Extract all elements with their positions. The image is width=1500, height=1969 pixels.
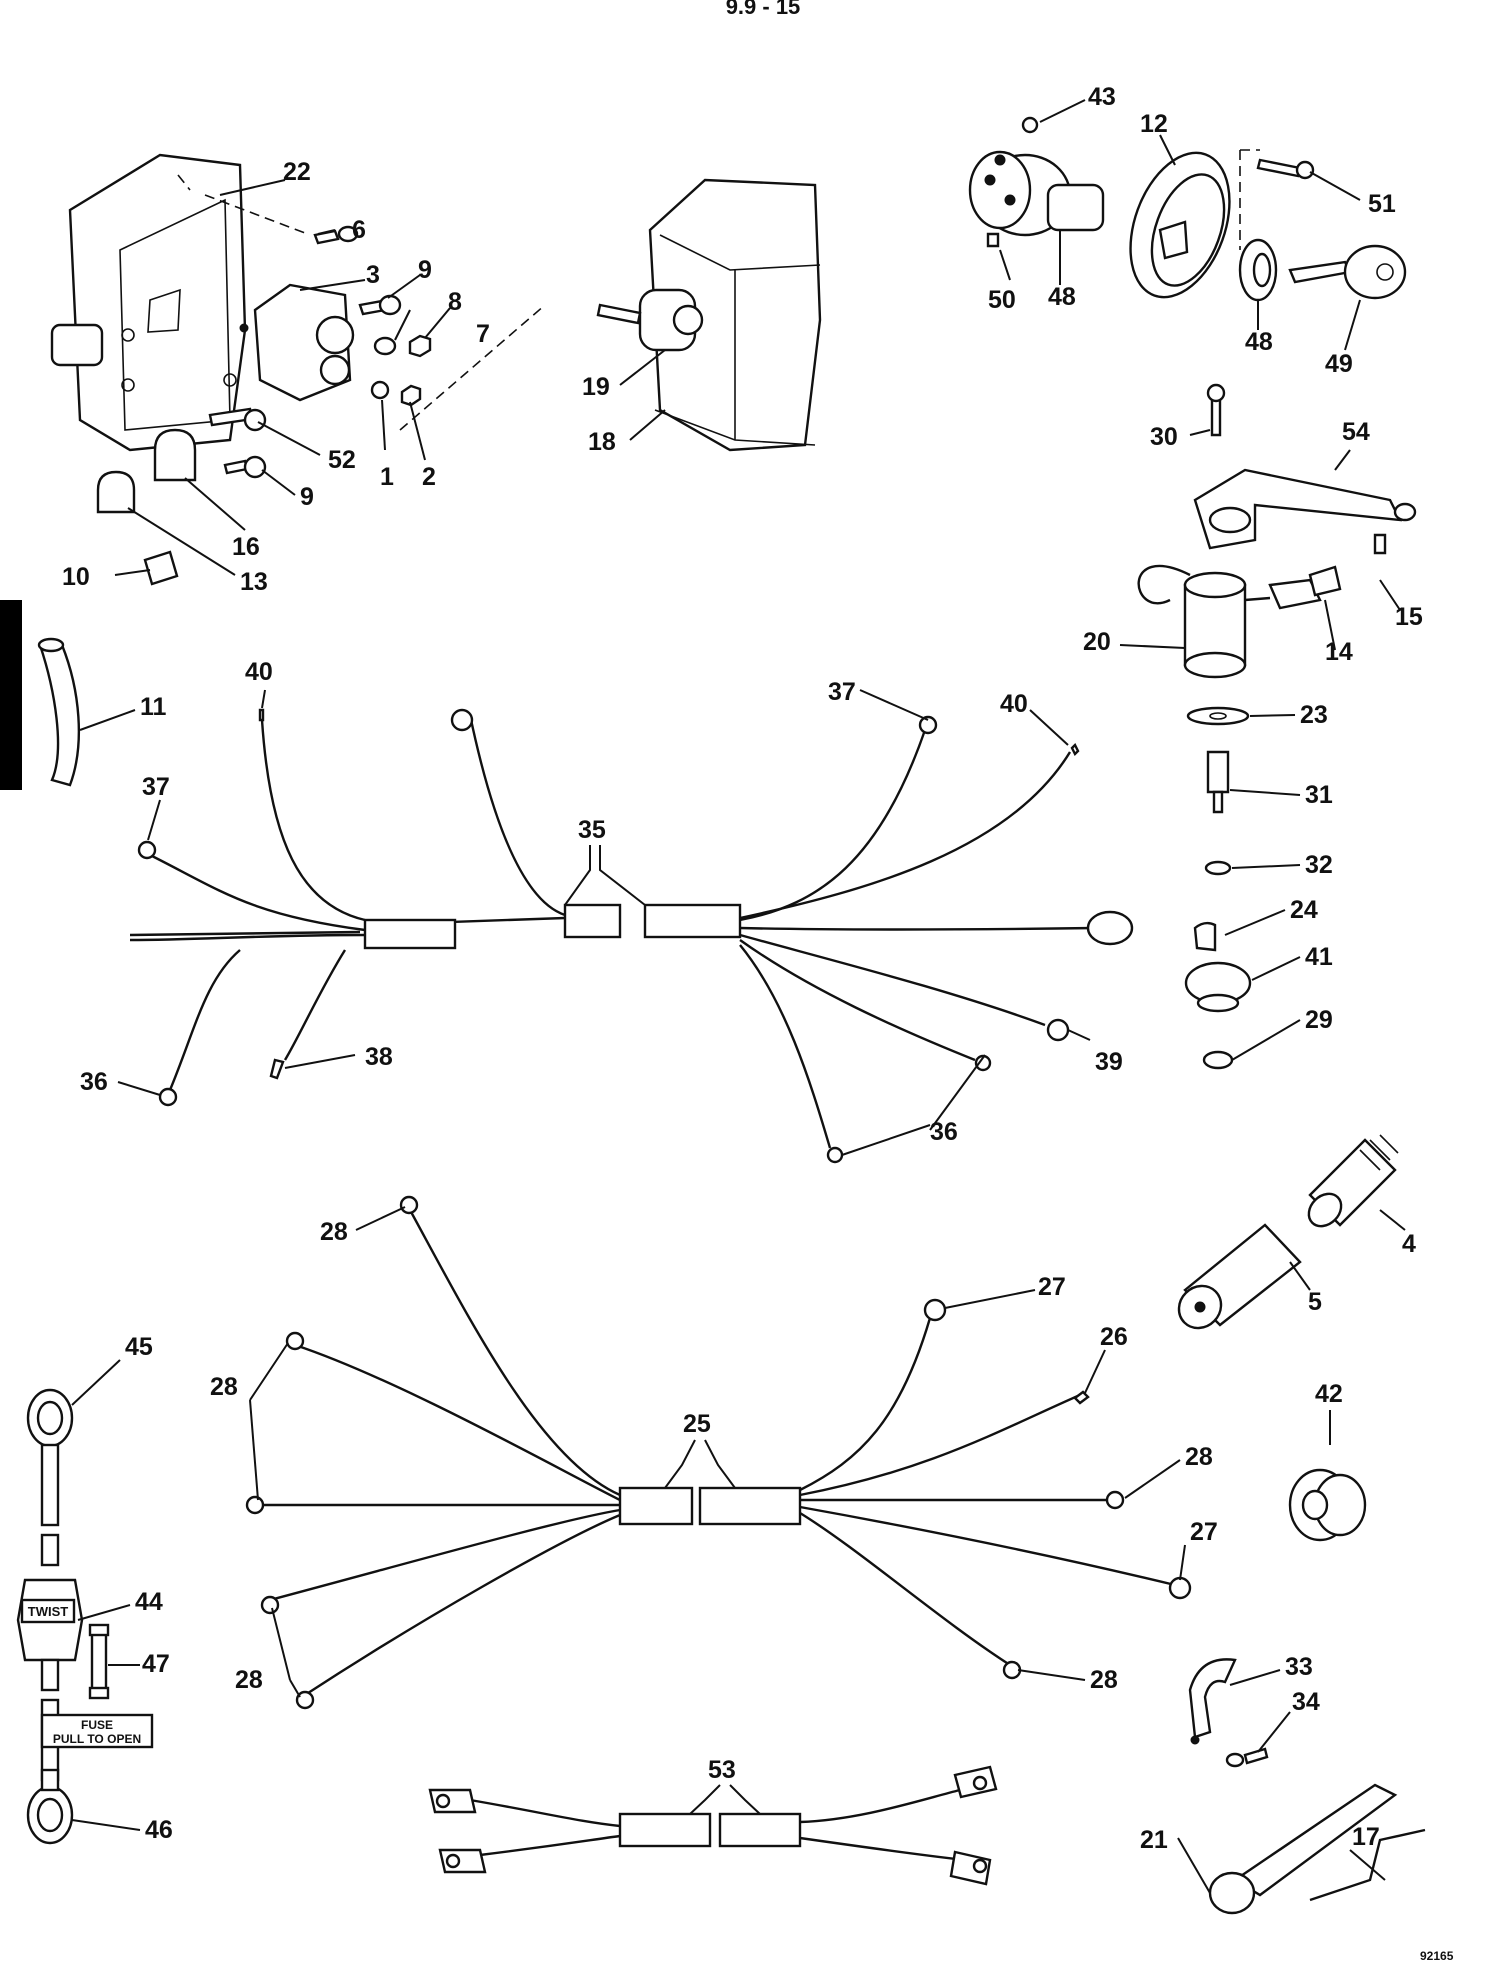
callout-37-right: 37 [828, 678, 856, 706]
drawing-number: 92165 [1420, 1949, 1454, 1963]
callout-6: 6 [352, 216, 366, 244]
clamp-33-and-screw-34 [1188, 1658, 1269, 1768]
wiring-harness-53 [428, 1765, 998, 1886]
plug-connector-4 [1307, 1134, 1399, 1228]
callout-8: 8 [448, 288, 462, 316]
choke-solenoid [1137, 564, 1342, 679]
callout-9-lower: 9 [300, 483, 314, 511]
callout-34: 34 [1292, 1688, 1320, 1716]
callout-28-left-upper: 28 [210, 1373, 238, 1401]
callout-40-right: 40 [1000, 690, 1028, 718]
callout-30: 30 [1150, 423, 1178, 451]
callout-45: 45 [125, 1333, 153, 1361]
callout-53: 53 [708, 1756, 736, 1784]
callout-28-right: 28 [1185, 1443, 1213, 1471]
callout-38: 38 [365, 1043, 393, 1071]
callout-42: 42 [1315, 1380, 1343, 1408]
callout-15: 15 [1395, 603, 1423, 631]
callout-24: 24 [1290, 896, 1318, 924]
callout-19: 19 [582, 373, 610, 401]
switch-nut [1238, 238, 1278, 302]
ignition-key [1288, 244, 1407, 300]
callout-54: 54 [1342, 418, 1370, 446]
choke-lever-21 [1208, 1783, 1398, 1915]
callout-5: 5 [1308, 1288, 1322, 1316]
callout-28-left-lower: 28 [235, 1666, 263, 1694]
callout-51: 51 [1368, 190, 1396, 218]
fuse [88, 1623, 110, 1700]
twist-label: TWIST [28, 1604, 68, 1619]
starter-solenoid [239, 283, 355, 402]
ignition-coil-box [596, 178, 822, 452]
callout-27-right: 27 [1190, 1518, 1218, 1546]
callout-49: 49 [1325, 350, 1353, 378]
fuse-holder: TWIST FUSE PULL TO OPEN [16, 1388, 154, 1845]
callout-29: 29 [1305, 1006, 1333, 1034]
callout-4: 4 [1402, 1230, 1416, 1258]
callout-43: 43 [1088, 83, 1116, 111]
callout-numbers: 22 6 3 9 8 7 2 1 52 9 16 13 10 11 19 18 … [62, 83, 1423, 1854]
section-tab-marker [0, 600, 22, 790]
grommet-42 [1288, 1468, 1367, 1542]
fuse-label-line1: FUSE [81, 1718, 113, 1732]
callout-36-right: 36 [930, 1118, 958, 1146]
callout-16: 16 [232, 533, 260, 561]
hose [37, 637, 81, 787]
callout-10: 10 [62, 563, 90, 591]
callout-22: 22 [283, 158, 311, 186]
callout-23: 23 [1300, 701, 1328, 729]
callout-44: 44 [135, 1588, 163, 1616]
choke-bracket [1193, 383, 1417, 555]
callout-21: 21 [1140, 1826, 1168, 1854]
switch-bezel-plate [1129, 151, 1231, 299]
small-screws-switch [986, 116, 1315, 248]
callout-52: 52 [328, 446, 356, 474]
callout-36-left: 36 [80, 1068, 108, 1096]
callout-32: 32 [1305, 851, 1333, 879]
callout-47: 47 [142, 1650, 170, 1678]
callout-12: 12 [1140, 110, 1168, 138]
callout-27-top: 27 [1038, 1273, 1066, 1301]
callout-50: 50 [988, 286, 1016, 314]
wiring-harness-35 [129, 708, 1134, 1164]
callout-28-top: 28 [320, 1218, 348, 1246]
wire-link-17 [1309, 1828, 1426, 1902]
callout-20: 20 [1083, 628, 1111, 656]
callout-14: 14 [1325, 638, 1353, 666]
callout-39: 39 [1095, 1048, 1123, 1076]
choke-plunger-parts [1184, 706, 1252, 1070]
callout-28-lower-right: 28 [1090, 1666, 1118, 1694]
plug-connector-5 [1177, 1223, 1302, 1330]
callout-31: 31 [1305, 781, 1333, 809]
callout-leader-lines [71, 99, 1406, 1894]
ignition-switch [968, 150, 1105, 237]
screws-and-nuts [208, 225, 432, 479]
callout-17: 17 [1352, 1823, 1380, 1851]
callout-2: 2 [422, 463, 436, 491]
callout-9-upper: 9 [418, 256, 432, 284]
fuse-label-line2: PULL TO OPEN [53, 1732, 141, 1746]
callout-48-right: 48 [1245, 328, 1273, 356]
model-range-header: 9.9 - 15 [726, 0, 801, 19]
callout-26: 26 [1100, 1323, 1128, 1351]
callout-1: 1 [380, 463, 394, 491]
callout-11: 11 [140, 693, 167, 721]
clamps-and-cap [96, 428, 197, 586]
callout-46: 46 [145, 1816, 173, 1844]
callout-40-left: 40 [245, 658, 273, 686]
callout-35: 35 [578, 816, 606, 844]
wiring-harness-25 [245, 1195, 1192, 1710]
callout-37-left: 37 [142, 773, 170, 801]
callout-3: 3 [366, 261, 380, 289]
terminal-box-housing [50, 153, 247, 452]
callout-25: 25 [683, 1410, 711, 1438]
callout-13: 13 [240, 568, 268, 596]
callout-7: 7 [476, 320, 490, 348]
callout-33: 33 [1285, 1653, 1313, 1681]
callout-48-left: 48 [1048, 283, 1076, 311]
callout-41: 41 [1305, 943, 1333, 971]
callout-18: 18 [588, 428, 616, 456]
